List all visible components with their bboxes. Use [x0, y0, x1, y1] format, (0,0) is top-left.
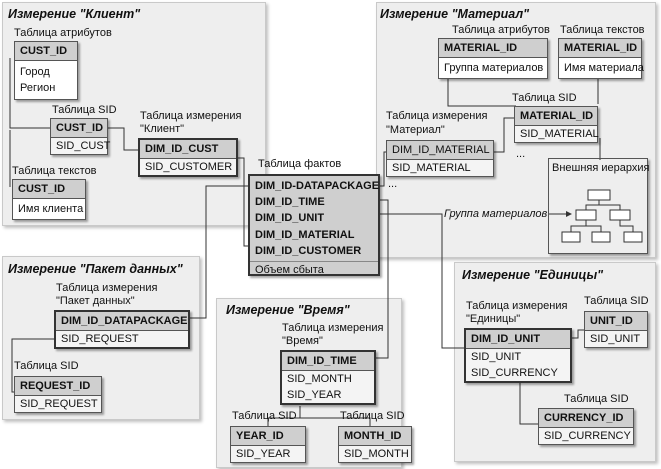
material-dim-label-1: Таблица измерения: [386, 110, 488, 122]
material-attr-table: MATERIAL_ID Группа материалов: [438, 38, 548, 79]
client-dim-label-1: Таблица измерения: [140, 110, 242, 122]
unit-sid-currency-table: CURRENCY_ID SID_CURRENCY: [538, 408, 634, 445]
client-sid-table: CUST_ID SID_CUST: [50, 118, 111, 155]
material-attr-row: Группа материалов: [444, 62, 544, 74]
unit-sid-currency-label: Таблица SID: [564, 393, 629, 405]
material-text-table: MATERIAL_ID Имя материала: [558, 38, 644, 79]
material-sid-row: SID_MATERIAL: [520, 128, 599, 140]
material-dim-row: SID_MATERIAL: [392, 162, 471, 174]
client-title: Измерение "Клиент": [8, 7, 141, 21]
material-attr-label: Таблица атрибутов: [452, 24, 550, 36]
time-sid-year-key: YEAR_ID: [231, 427, 305, 446]
client-text-row: Имя клиента: [18, 203, 84, 215]
time-dim-table: DIM_ID_TIME SID_MONTH SID_YEAR: [280, 350, 376, 405]
client-text-table: CUST_ID Имя клиента: [12, 179, 86, 220]
datapackage-sid-table: REQUEST_ID SID_REQUEST: [14, 376, 102, 413]
material-attr-key: MATERIAL_ID: [439, 39, 547, 58]
client-sid-label: Таблица SID: [52, 104, 117, 116]
time-sid-year-label: Таблица SID: [232, 410, 297, 422]
datapackage-dim-key: DIM_ID_DATAPACKAGE: [56, 312, 188, 331]
datapackage-sid-label: Таблица SID: [14, 360, 79, 372]
material-text-row: Имя материала: [564, 62, 644, 74]
client-text-label: Таблица текстов: [12, 165, 97, 177]
unit-sid-currency-row: SID_CURRENCY: [544, 430, 631, 442]
client-attr-label: Таблица атрибутов: [14, 27, 112, 39]
datapackage-sid-key: REQUEST_ID: [15, 377, 101, 396]
time-title: Измерение "Время": [226, 303, 350, 317]
material-text-key: MATERIAL_ID: [559, 39, 641, 58]
time-dim-label-2: "Время": [282, 335, 323, 347]
client-dim-label-2: "Клиент": [140, 123, 185, 135]
unit-dim-label-1: Таблица измерения: [466, 300, 568, 312]
unit-sid-unit-label: Таблица SID: [584, 295, 649, 307]
datapackage-dim-row: SID_REQUEST: [61, 333, 139, 345]
material-dim-label-2: "Материал": [386, 124, 445, 136]
fact-key-customer: DIM_ID_CUSTOMER: [255, 245, 362, 257]
unit-sid-currency-key: CURRENCY_ID: [539, 409, 633, 428]
unit-dim-row-currency: SID_CURRENCY: [471, 367, 558, 379]
unit-sid-unit-row: SID_UNIT: [590, 333, 641, 345]
time-dim-key: DIM_ID_TIME: [282, 352, 374, 371]
material-sid-key: MATERIAL_ID: [515, 107, 597, 126]
time-sid-month-table: MONTH_ID SID_MONTH: [338, 426, 412, 463]
material-text-label: Таблица текстов: [560, 24, 645, 36]
time-sid-month-label: Таблица SID: [340, 410, 405, 422]
time-dim-label-1: Таблица измерения: [282, 322, 384, 334]
datapackage-dim-label-1: Таблица измерения: [56, 282, 158, 294]
time-sid-year-row: SID_YEAR: [236, 448, 291, 460]
unit-sid-unit-key: UNIT_ID: [585, 312, 647, 331]
client-text-key: CUST_ID: [13, 180, 85, 199]
datapackage-title: Измерение "Пакет данных": [8, 262, 183, 276]
unit-dim-row-unit: SID_UNIT: [471, 351, 522, 363]
datapackage-sid-row: SID_REQUEST: [20, 398, 98, 410]
datapackage-dim-label-2: "Пакет данных": [56, 295, 135, 307]
fact-key-time: DIM_ID_TIME: [255, 196, 325, 208]
client-attr-row-region: Регион: [20, 82, 56, 94]
facts-label: Таблица фактов: [258, 158, 342, 170]
fact-measure: Объем сбыта: [250, 261, 378, 278]
client-dim-row: SID_CUSTOMER: [145, 161, 233, 173]
unit-dim-table: DIM_ID_UNIT SID_UNIT SID_CURRENCY: [464, 328, 572, 383]
fact-key-material: DIM_ID_MATERIAL: [255, 229, 355, 241]
material-dim-table: DIM_ID_MATERIAL SID_MATERIAL: [386, 140, 494, 177]
material-title: Измерение "Материал": [380, 7, 530, 21]
fact-key-datapackage: DIM_ID-DATAPACKAGE: [255, 180, 380, 192]
material-sid-ellipsis: ...: [516, 148, 526, 160]
material-dim-key: DIM_ID_MATERIAL: [387, 141, 493, 160]
material-hierarchy-box: [548, 158, 648, 254]
time-dim-row-year: SID_YEAR: [287, 389, 342, 401]
time-sid-year-table: YEAR_ID SID_YEAR: [230, 426, 306, 463]
material-hierarchy-label: Внешняя иерархия: [552, 162, 650, 174]
datapackage-dim-table: DIM_ID_DATAPACKAGE SID_REQUEST: [54, 310, 190, 349]
unit-dim-label-2: "Единицы": [466, 313, 521, 325]
time-sid-month-row: SID_MONTH: [344, 448, 409, 460]
client-attr-table: CUST_ID Город Регион: [14, 41, 78, 100]
fact-table: DIM_ID-DATAPACKAGE DIM_ID_TIME DIM_ID_UN…: [248, 174, 380, 276]
unit-sid-unit-table: UNIT_ID SID_UNIT: [584, 311, 648, 348]
client-attr-key: CUST_ID: [15, 42, 77, 61]
unit-title: Измерение "Единицы": [462, 268, 604, 282]
time-dim-row-month: SID_MONTH: [287, 373, 352, 385]
unit-dim-key: DIM_ID_UNIT: [466, 330, 570, 349]
client-sid-key: CUST_ID: [51, 119, 107, 138]
client-dim-key: DIM_ID_CUST: [140, 140, 236, 159]
fact-key-unit: DIM_ID_UNIT: [255, 212, 325, 224]
material-sid-label: Таблица SID: [512, 92, 577, 104]
client-dim-table: DIM_ID_CUST SID_CUSTOMER: [138, 138, 238, 177]
client-sid-row: SID_CUST: [56, 140, 111, 152]
client-attr-row-city: Город: [20, 66, 50, 78]
material-sid-table: MATERIAL_ID SID_MATERIAL: [514, 106, 599, 143]
material-group-label: Группа материалов: [444, 208, 548, 220]
material-dim-ellipsis: ...: [388, 178, 398, 190]
time-sid-month-key: MONTH_ID: [339, 427, 411, 446]
